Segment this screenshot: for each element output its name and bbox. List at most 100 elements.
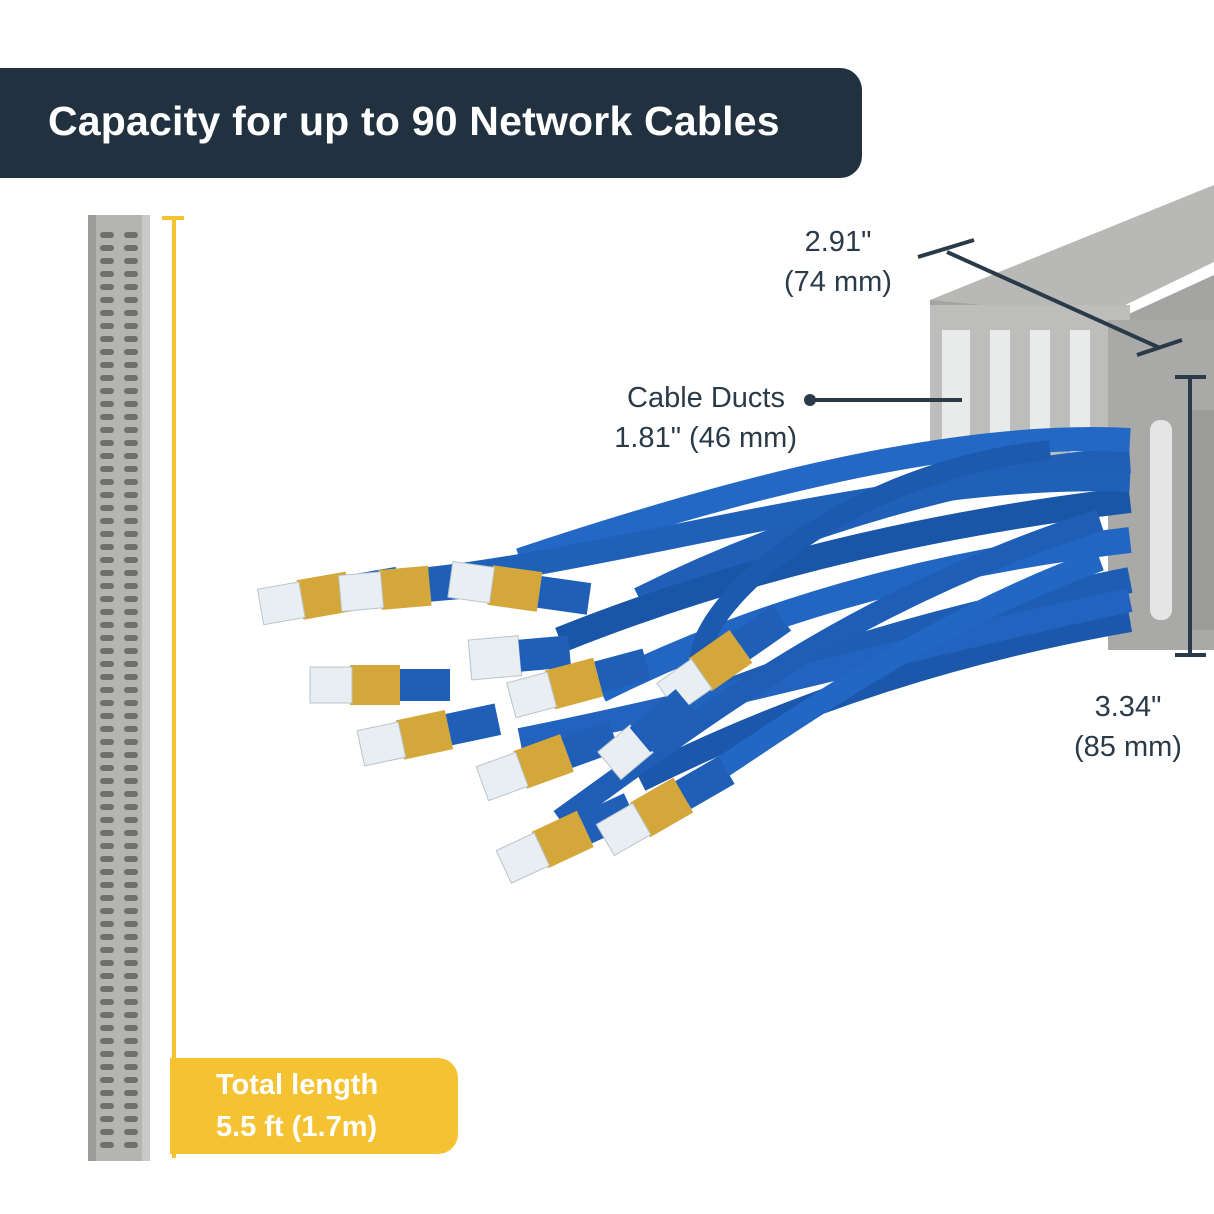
duct-slot xyxy=(100,921,114,927)
duct-slot xyxy=(124,284,138,290)
duct-slot xyxy=(100,869,114,875)
duct-slot xyxy=(100,401,114,407)
duct-slot xyxy=(124,1051,138,1057)
duct-slot xyxy=(124,908,138,914)
duct-slot xyxy=(100,947,114,953)
duct-slot xyxy=(124,349,138,355)
callout-spec: 1.81" (46 mm) xyxy=(614,422,797,454)
duct-slot xyxy=(124,297,138,303)
width-dimension-label: 2.91" (74 mm) xyxy=(770,222,906,302)
duct-slot xyxy=(100,492,114,498)
duct-slot xyxy=(100,388,114,394)
duct-slot xyxy=(124,895,138,901)
width-millimeters: (74 mm) xyxy=(784,266,892,298)
duct-slot xyxy=(100,531,114,537)
duct-slot xyxy=(124,674,138,680)
duct-slot xyxy=(124,1038,138,1044)
duct-slot xyxy=(124,271,138,277)
duct-slot xyxy=(100,323,114,329)
duct-slot xyxy=(124,492,138,498)
width-inches: 2.91" xyxy=(804,226,872,258)
duct-slot xyxy=(124,310,138,316)
duct-slot xyxy=(100,739,114,745)
duct-slot xyxy=(100,700,114,706)
duct-slot xyxy=(100,726,114,732)
duct-slot xyxy=(100,544,114,550)
duct-slot xyxy=(124,1064,138,1070)
duct-slot xyxy=(100,245,114,251)
duct-slot xyxy=(100,466,114,472)
duct-slot xyxy=(124,765,138,771)
duct-slot xyxy=(124,414,138,420)
duct-slot xyxy=(124,518,138,524)
duct-slot xyxy=(100,284,114,290)
duct-slot xyxy=(124,661,138,667)
duct-slot xyxy=(124,531,138,537)
duct-slot xyxy=(100,1038,114,1044)
duct-slot xyxy=(124,830,138,836)
duct-slot xyxy=(100,505,114,511)
duct-slot xyxy=(124,427,138,433)
duct-slot xyxy=(124,973,138,979)
duct-slot xyxy=(124,544,138,550)
duct-slot xyxy=(100,687,114,693)
duct-slot xyxy=(124,479,138,485)
duct-slot xyxy=(124,570,138,576)
duct-slot xyxy=(100,817,114,823)
duct-slot xyxy=(124,440,138,446)
duct-slot xyxy=(124,713,138,719)
duct-slot xyxy=(124,1129,138,1135)
vertical-duct-strip xyxy=(88,215,150,1161)
duct-slot xyxy=(100,1064,114,1070)
duct-slot xyxy=(124,947,138,953)
duct-slot xyxy=(124,505,138,511)
duct-slot xyxy=(124,635,138,641)
duct-slot xyxy=(100,336,114,342)
duct-slot xyxy=(100,440,114,446)
duct-slot xyxy=(124,1012,138,1018)
duct-slot xyxy=(100,986,114,992)
duct-slot xyxy=(100,427,114,433)
duct-slot xyxy=(100,1142,114,1148)
callout-dot xyxy=(804,394,816,406)
duct-slot xyxy=(100,882,114,888)
duct-slot xyxy=(100,596,114,602)
duct-slot xyxy=(100,258,114,264)
duct-slot xyxy=(124,817,138,823)
duct-slot xyxy=(124,609,138,615)
duct-slot xyxy=(100,557,114,563)
total-length-line2: 5.5 ft (1.7m) xyxy=(216,1111,378,1143)
duct-slot xyxy=(100,973,114,979)
duct-slot xyxy=(100,674,114,680)
duct-slot xyxy=(124,882,138,888)
height-millimeters: (85 mm) xyxy=(1074,731,1182,763)
duct-slot xyxy=(100,622,114,628)
duct-slot xyxy=(100,1129,114,1135)
duct-slot xyxy=(100,661,114,667)
length-line xyxy=(172,218,176,1158)
duct-slot xyxy=(100,1077,114,1083)
duct-slot xyxy=(100,414,114,420)
duct-slot xyxy=(100,856,114,862)
duct-slot xyxy=(124,596,138,602)
duct-slot xyxy=(100,830,114,836)
duct-slot xyxy=(100,271,114,277)
duct-slot xyxy=(124,245,138,251)
duct-slot xyxy=(124,1090,138,1096)
height-dimension-label: 3.34" (85 mm) xyxy=(1060,687,1196,767)
duct-slot xyxy=(124,232,138,238)
rj45-connectors xyxy=(256,561,792,884)
duct-slot xyxy=(124,258,138,264)
banner-title: Capacity for up to 90 Network Cables xyxy=(48,98,780,144)
duct-slot xyxy=(124,778,138,784)
duct-slot xyxy=(124,401,138,407)
duct-slot xyxy=(124,687,138,693)
duct-slot xyxy=(100,804,114,810)
duct-slot xyxy=(124,726,138,732)
duct-slot xyxy=(124,999,138,1005)
duct-slot xyxy=(100,908,114,914)
duct-slot xyxy=(124,323,138,329)
duct-slot xyxy=(100,453,114,459)
cable-ducts-callout: Cable Ducts 1.81" (46 mm) xyxy=(560,378,797,458)
duct-slot xyxy=(100,999,114,1005)
